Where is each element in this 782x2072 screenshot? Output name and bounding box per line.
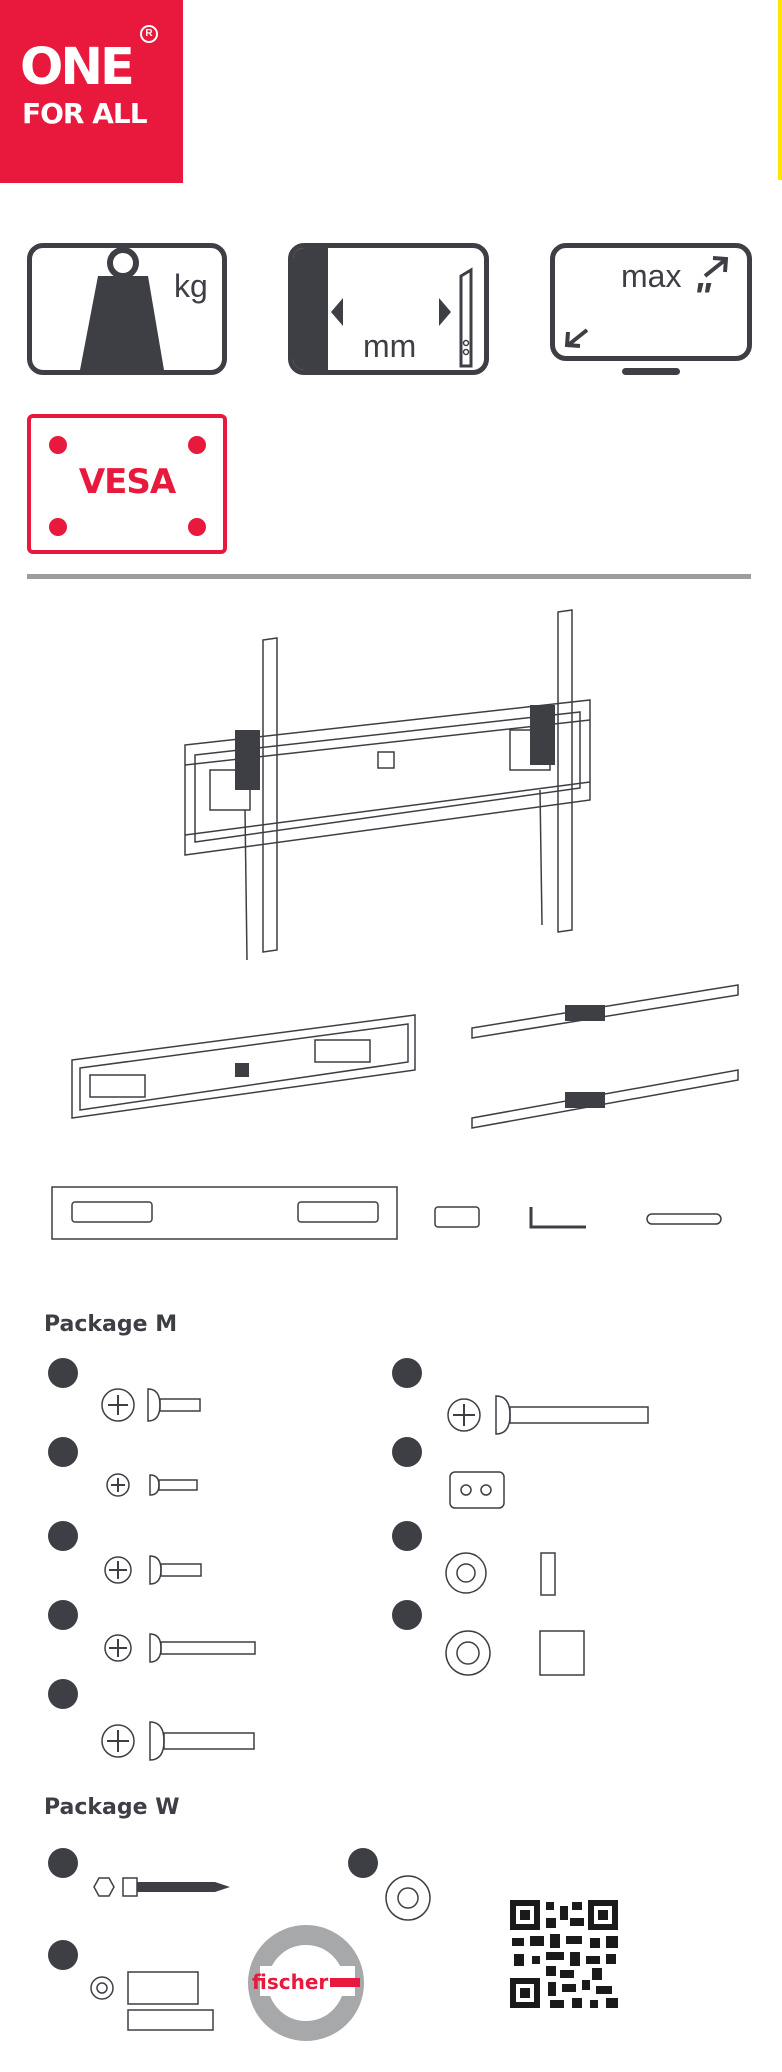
vesa-spec-box: VESA	[27, 414, 227, 554]
vesa-hole	[188, 518, 206, 536]
screw-m6-icon	[446, 1392, 656, 1438]
weight-unit: kg	[174, 268, 208, 305]
item-marker	[392, 1600, 422, 1630]
allen-key-icon	[528, 1205, 590, 1231]
logo-line-2: FOR ALL	[22, 100, 147, 128]
item-marker	[48, 1600, 78, 1630]
item-marker	[48, 1848, 78, 1878]
assembled-mount-illustration	[175, 610, 595, 970]
washer-large-icon	[444, 1628, 594, 1678]
weight-icon	[70, 248, 170, 373]
wall-plate-illustration	[70, 1010, 420, 1120]
item-marker	[48, 1940, 78, 1970]
item-marker	[48, 1521, 78, 1551]
item-marker	[392, 1437, 422, 1467]
item-marker	[392, 1521, 422, 1551]
screw-m1-icon	[100, 1385, 210, 1425]
package-w-title: Package W	[44, 1795, 180, 1820]
spacer-plate-illustration	[50, 1185, 400, 1243]
brand-logo: ONE R FOR ALL	[0, 0, 183, 183]
screw-m3-icon	[103, 1552, 213, 1588]
screen-size-spec-box: max "	[550, 243, 752, 361]
fischer-brand: fischer	[252, 1970, 328, 1994]
vesa-hole	[49, 518, 67, 536]
strap-icon	[645, 1210, 725, 1230]
weight-spec-box: kg	[27, 243, 227, 375]
screw-m4-icon	[103, 1630, 263, 1666]
section-divider	[27, 574, 751, 579]
spirit-level-icon	[433, 1203, 485, 1233]
item-marker	[48, 1437, 78, 1467]
spacer-block-icon	[448, 1470, 508, 1512]
fischer-bar	[330, 1978, 360, 1987]
distance-spec-box: mm	[288, 243, 489, 375]
tv-stand	[622, 368, 680, 375]
washer-small-icon	[444, 1550, 564, 1600]
screw-m2-icon	[105, 1470, 205, 1500]
washer-w-icon	[384, 1874, 434, 1924]
screw-m5-icon	[100, 1718, 260, 1764]
item-marker	[348, 1848, 378, 1878]
wall-anchor-icon	[88, 1960, 248, 2040]
lag-bolt-icon	[90, 1872, 240, 1902]
qr-code[interactable]	[510, 1900, 620, 2010]
edge-mark	[778, 0, 782, 180]
vesa-label: VESA	[31, 462, 223, 502]
package-m-title: Package M	[44, 1312, 177, 1337]
distance-unit: mm	[363, 328, 416, 365]
vesa-hole	[188, 436, 206, 454]
diagonal-arrows-icon	[555, 248, 750, 358]
mounting-arms-illustration	[470, 980, 740, 1130]
item-marker	[48, 1358, 78, 1388]
item-marker	[392, 1358, 422, 1388]
item-marker	[48, 1679, 78, 1709]
registered-mark: R	[140, 25, 158, 43]
vesa-hole	[49, 436, 67, 454]
logo-line-1: ONE	[20, 42, 132, 93]
